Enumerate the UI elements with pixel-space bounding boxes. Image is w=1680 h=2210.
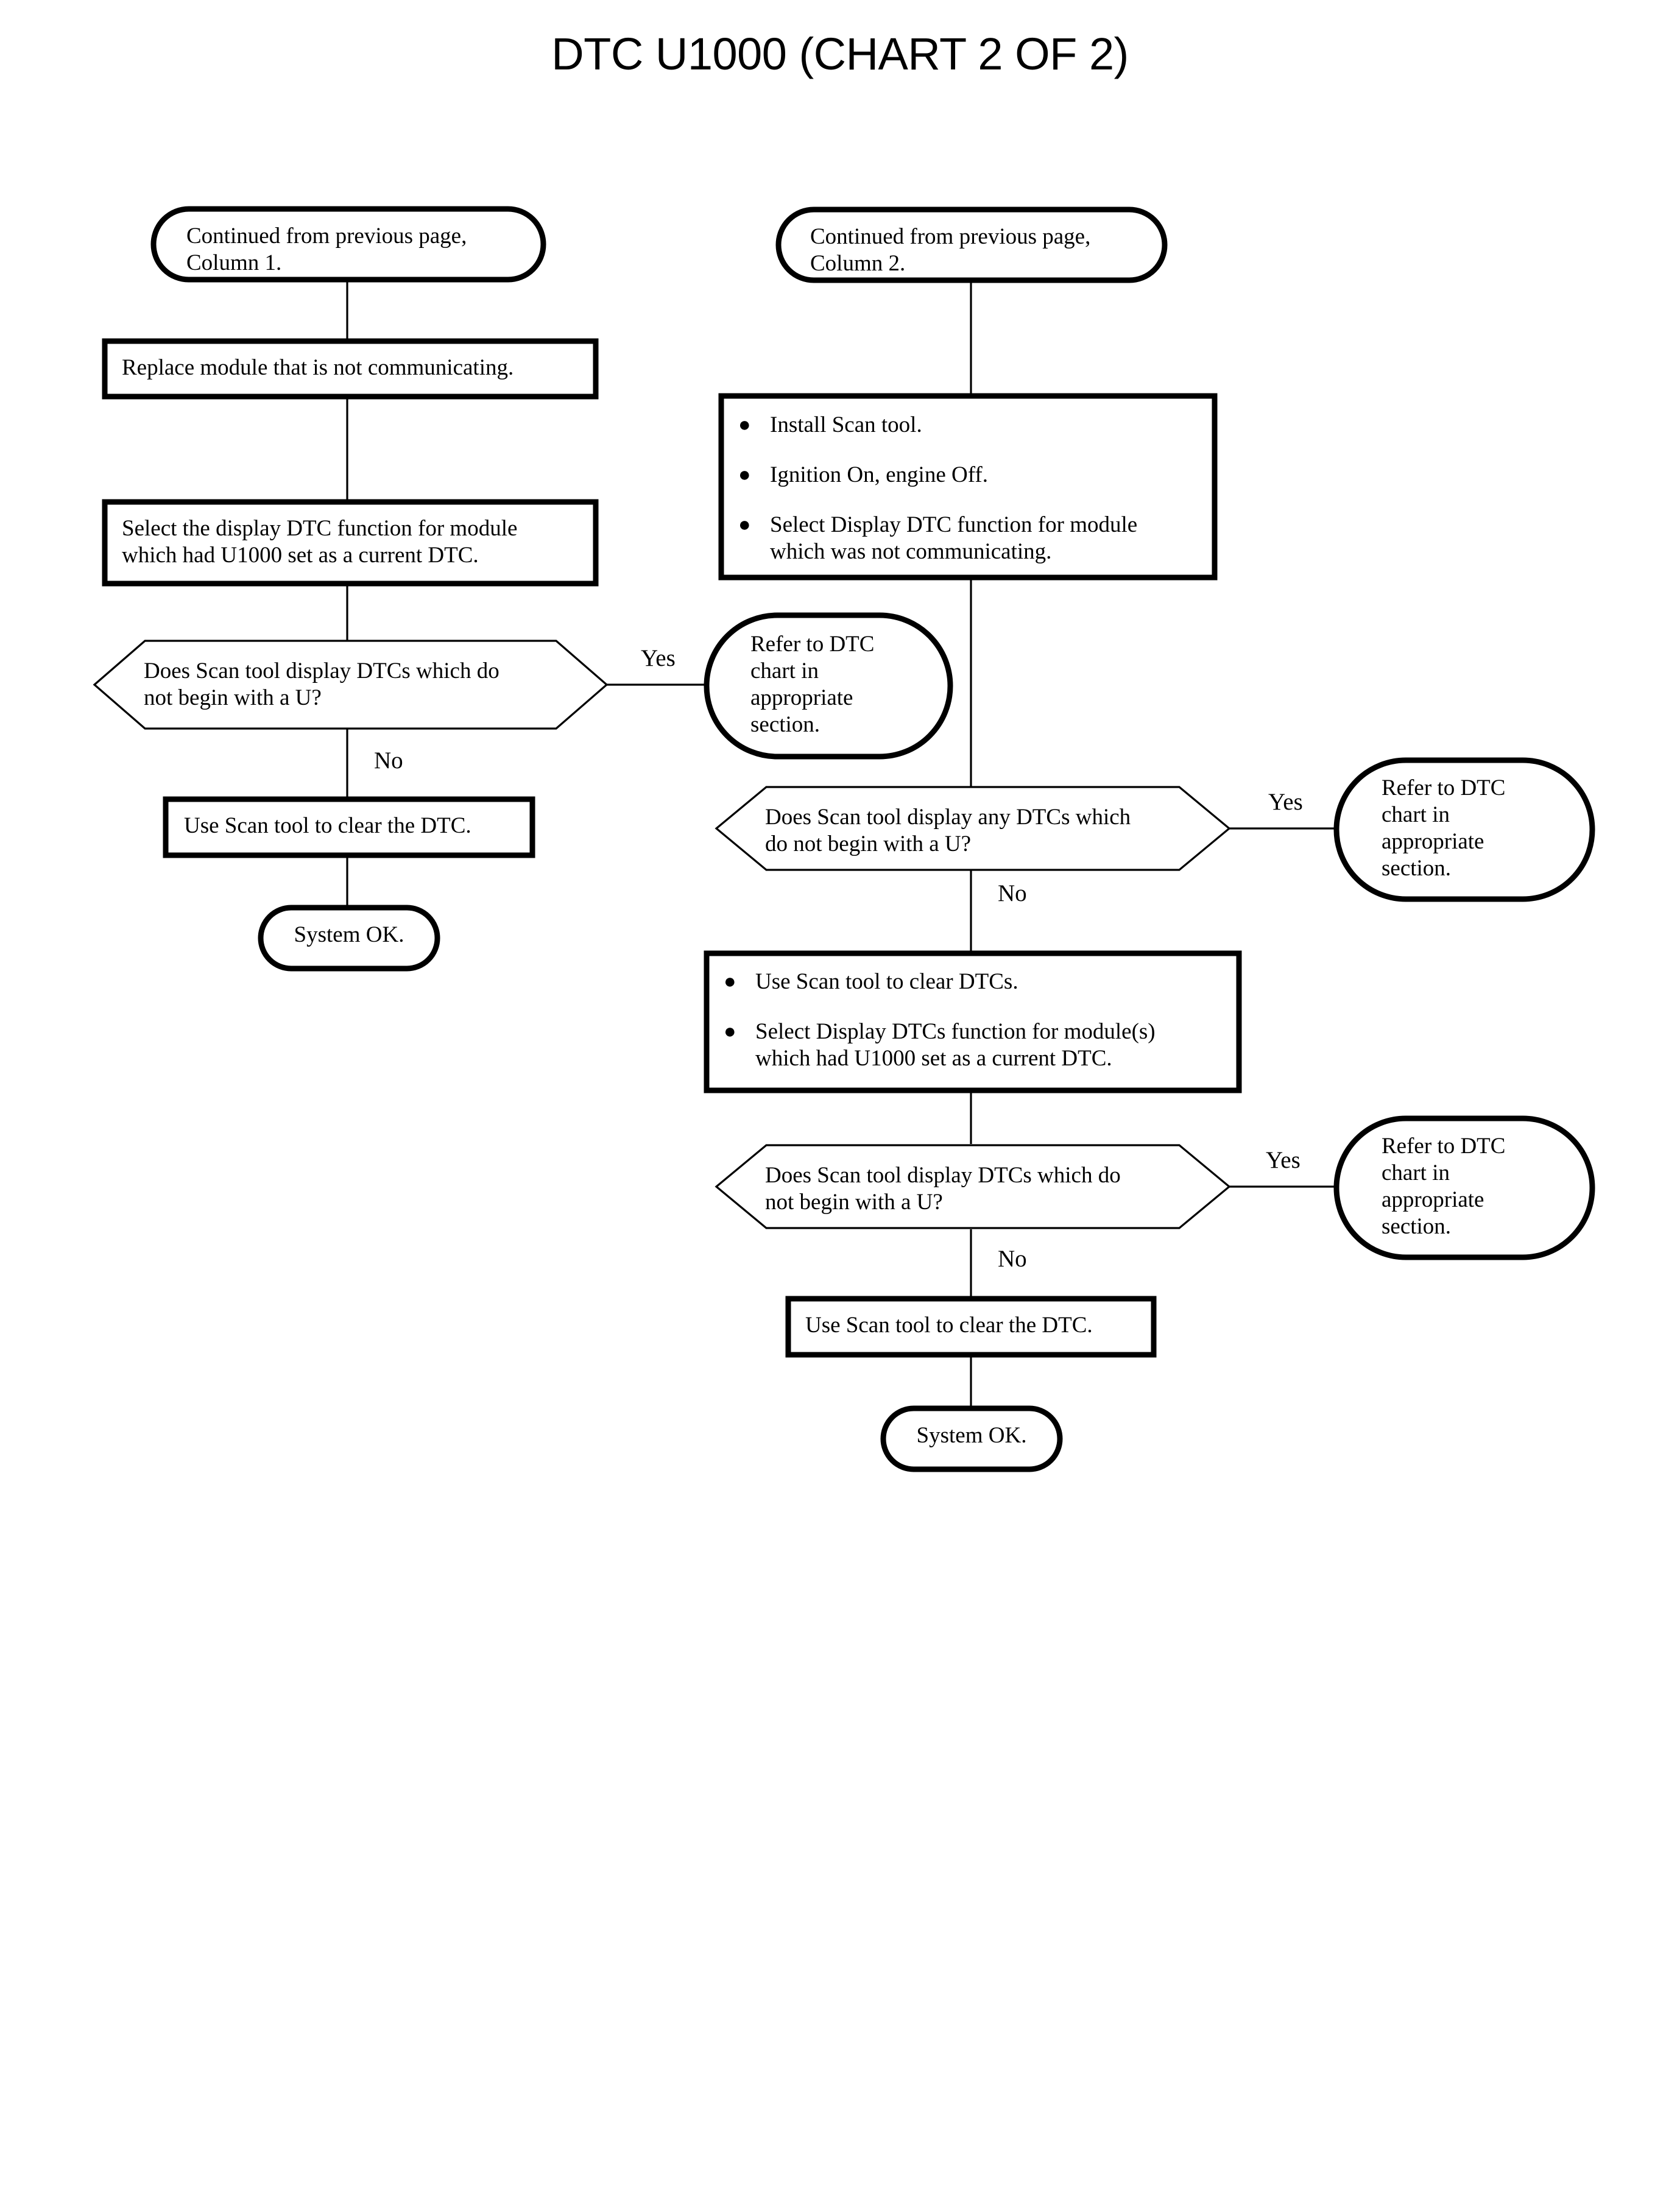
- edge-label-no-col2-a: No: [998, 880, 1027, 906]
- process-label-clear-dtc-col1: Use Scan tool to clear the DTC.: [184, 813, 471, 838]
- bullet-icon: ●: [738, 414, 751, 436]
- terminator-label-continued-col2: Continued from previous page, Column 2.: [810, 224, 1091, 276]
- bullet-list-setup: ● Install Scan tool. ● Ignition On, engi…: [738, 412, 1201, 565]
- bullet-text: Use Scan tool to clear DTCs.: [755, 969, 1018, 994]
- bullet-text: Select Display DTC function for module w…: [770, 512, 1138, 564]
- edge-label-yes-col2-a: Yes: [1268, 789, 1303, 815]
- page-title: DTC U1000 (CHART 2 OF 2): [551, 29, 1129, 79]
- bullet-icon: ●: [724, 970, 736, 993]
- edge-label-no-col2-b: No: [998, 1246, 1027, 1272]
- bullet-text: Ignition On, engine Off.: [770, 462, 988, 487]
- terminator-label-system-ok-col1: System OK.: [294, 922, 404, 947]
- list-item: ● Use Scan tool to clear DTCs.: [724, 969, 1223, 995]
- decision-label-dtcs-col1: Does Scan tool display DTCs which do not…: [144, 658, 499, 710]
- list-item: ● Select Display DTCs function for modul…: [724, 1019, 1223, 1072]
- terminator-label-refer-dtc-col1: Refer to DTC chart in appropriate sectio…: [750, 632, 875, 737]
- process-label-clear-dtc-col2: Use Scan tool to clear the DTC.: [805, 1313, 1093, 1338]
- bullet-icon: ●: [724, 1020, 736, 1043]
- bullet-text: Install Scan tool.: [770, 412, 922, 437]
- list-item: ● Ignition On, engine Off.: [738, 462, 1201, 489]
- terminator-label-continued-col1: Continued from previous page, Column 1.: [186, 224, 467, 275]
- edge-label-yes-col1: Yes: [641, 645, 676, 671]
- terminator-label-refer-dtc-col2-b: Refer to DTC chart in appropriate sectio…: [1382, 1134, 1506, 1239]
- bullet-icon: ●: [738, 514, 751, 536]
- list-item: ● Install Scan tool.: [738, 412, 1201, 439]
- edge-label-yes-col2-b: Yes: [1266, 1147, 1301, 1173]
- decision-label-any-dtcs-col2: Does Scan tool display any DTCs which do…: [765, 805, 1131, 856]
- decision-label-dtcs-col2: Does Scan tool display DTCs which do not…: [765, 1163, 1121, 1215]
- bullet-icon: ●: [738, 464, 751, 486]
- edge-label-no-col1: No: [374, 747, 403, 774]
- terminator-label-system-ok-col2: System OK.: [916, 1423, 1027, 1448]
- process-label-select-display-dtc: Select the display DTC function for modu…: [122, 516, 518, 568]
- process-label-replace-module: Replace module that is not communicating…: [122, 355, 514, 380]
- terminator-label-refer-dtc-col2-a: Refer to DTC chart in appropriate sectio…: [1382, 775, 1506, 881]
- bullet-text: Select Display DTCs function for module(…: [755, 1019, 1156, 1071]
- list-item: ● Select Display DTC function for module…: [738, 512, 1201, 565]
- bullet-list-clear: ● Use Scan tool to clear DTCs. ● Select …: [724, 969, 1223, 1072]
